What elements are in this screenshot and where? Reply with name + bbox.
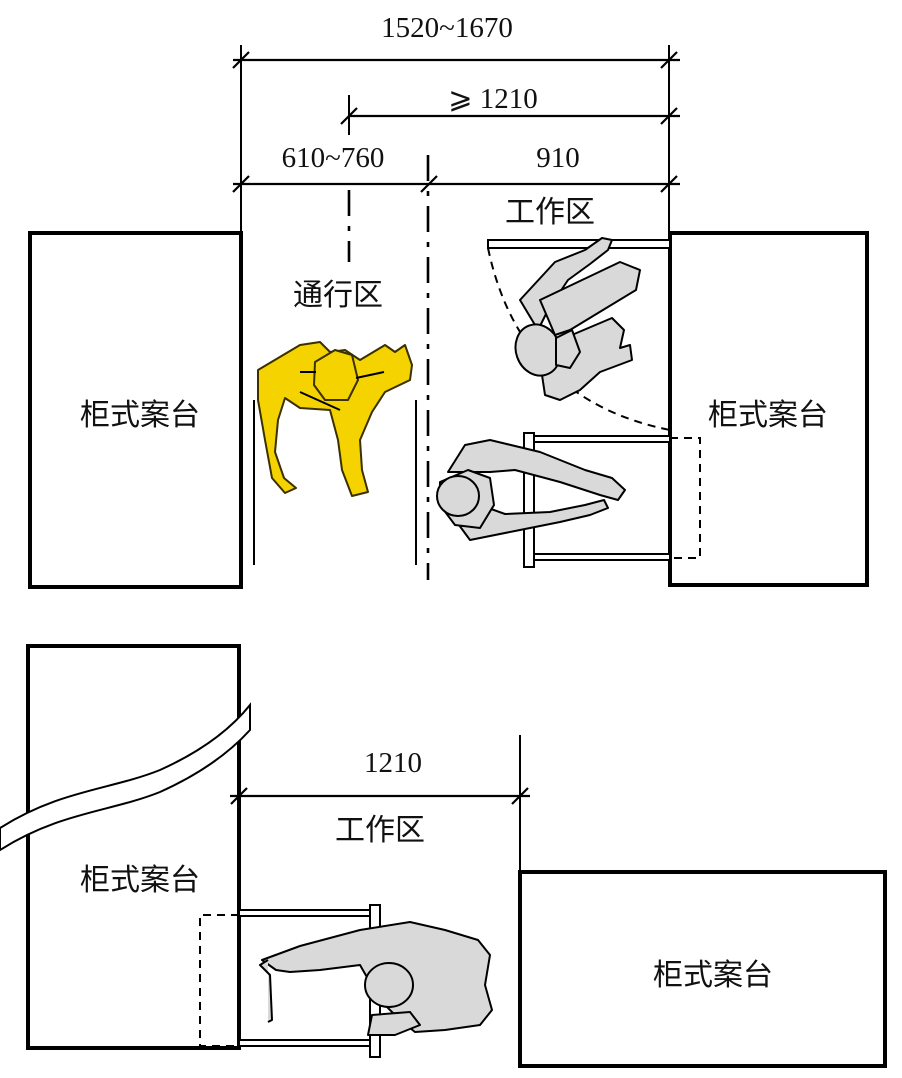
- break-symbol: [0, 702, 251, 852]
- top-diagram: 柜式案台 柜式案台 1520~1670 ⩾ 1210 610~760 910: [28, 12, 869, 589]
- cabinet-right-top: [668, 231, 869, 587]
- dim-passage-text: 610~760: [282, 142, 385, 174]
- drawer-bottom-bottom: [238, 1039, 374, 1047]
- bottom-diagram: 柜式案台 柜式案台 1210 工作区: [0, 644, 887, 1068]
- tick: [660, 107, 678, 125]
- walking-person-highlight: [257, 341, 413, 497]
- drawer-lower-bottom: [527, 553, 671, 561]
- person-bottom-reaching: [259, 921, 493, 1036]
- work-zone-bottom-label: 工作区: [335, 813, 425, 848]
- tick: [420, 175, 438, 193]
- tick: [660, 51, 678, 69]
- cabinet-left-bottom-label: 柜式案台: [80, 863, 200, 898]
- tick: [230, 787, 248, 805]
- drawer-dashed-outline: [670, 437, 701, 559]
- passage-zone-label: 通行区: [293, 278, 383, 313]
- work-zone-top-label: 工作区: [505, 195, 595, 230]
- cabinet-left-top-label: 柜式案台: [80, 398, 200, 433]
- dim-work-min-text: ⩾ 1210: [448, 83, 538, 115]
- tick: [232, 51, 250, 69]
- cabinet-left-top: [28, 231, 243, 589]
- person-opening-door: [514, 237, 641, 401]
- cabinet-right-bottom: [518, 870, 887, 1068]
- dim-work-text: 910: [536, 142, 580, 174]
- open-door-upper: [487, 239, 671, 249]
- dim-work-bottom-text: 1210: [364, 747, 422, 779]
- drawer-bottom-dashed: [199, 914, 239, 1047]
- tick: [340, 107, 358, 125]
- cabinet-right-bottom-label: 柜式案台: [653, 958, 773, 993]
- drawer-bottom-top: [238, 909, 374, 917]
- tick: [232, 175, 250, 193]
- drawer-lower-front: [523, 432, 535, 568]
- dim-overall-text: 1520~1670: [381, 12, 513, 44]
- drawer-lower-top: [527, 435, 671, 443]
- cabinet-right-top-label: 柜式案台: [708, 398, 828, 433]
- body-line: [355, 371, 385, 379]
- body-line: [299, 391, 341, 411]
- cabinet-left-bottom: [26, 644, 241, 1050]
- tick: [660, 175, 678, 193]
- person-reaching-drawer: [436, 439, 626, 541]
- tick: [511, 787, 529, 805]
